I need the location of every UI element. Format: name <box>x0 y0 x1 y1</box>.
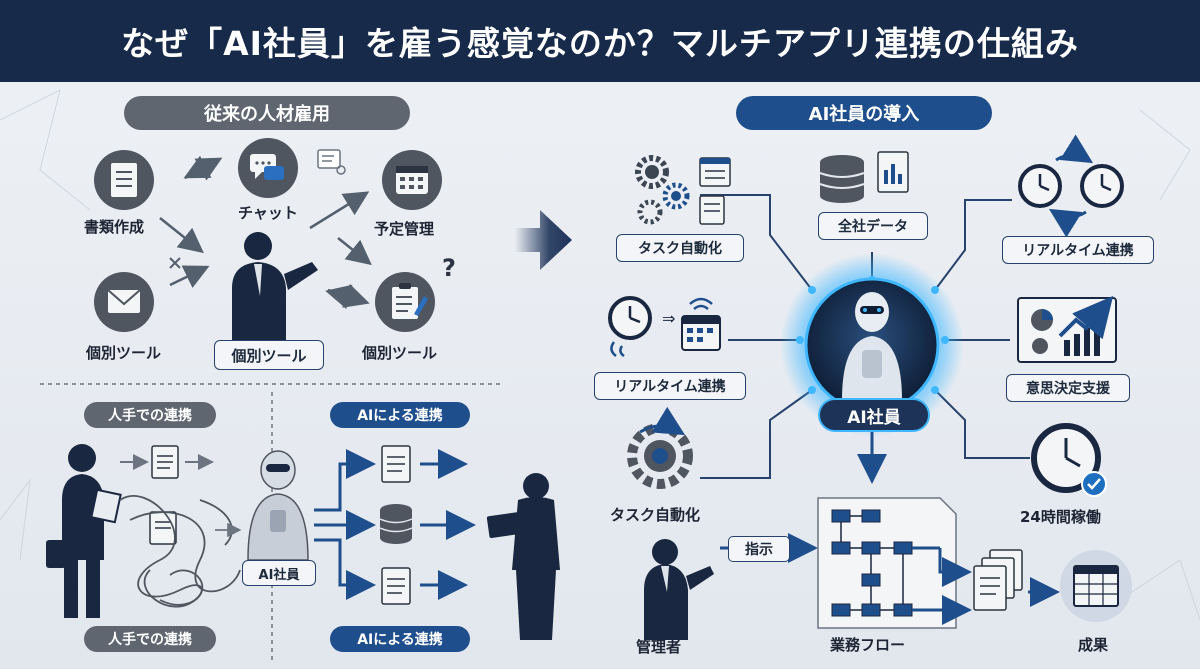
document-stack-icon <box>973 549 1023 611</box>
section-header-ai: AI社員の導入 <box>736 96 992 130</box>
ai-flow-database <box>379 504 413 544</box>
label-ai-bottom: AIによる連携 <box>330 626 470 652</box>
clipboard-icon <box>375 272 435 332</box>
label-result: 成果 <box>1078 636 1109 654</box>
label-manual-bottom: 人手での連携 <box>84 626 216 652</box>
manual-flow-docs <box>120 445 214 545</box>
result-table-icon <box>1060 550 1132 622</box>
label-manager: 管理者 <box>636 638 682 656</box>
workflow-diagram <box>817 497 957 629</box>
arrow-mail-person <box>169 265 210 288</box>
chat-icon <box>238 138 298 198</box>
worker-figure <box>46 444 104 618</box>
gears-icon <box>635 155 731 225</box>
manager-figure <box>644 539 714 640</box>
label-ai-employee: AI社員 <box>818 398 930 432</box>
businesswoman-figure <box>486 473 560 640</box>
businessman-figure <box>232 232 318 340</box>
robot-icon <box>842 292 902 400</box>
clock-calendar-icon: ⇒ <box>608 296 721 358</box>
label-small-robot: AI社員 <box>242 560 316 586</box>
arrow-person-calendar <box>309 191 370 230</box>
label-24h: 24時間稼働 <box>1020 508 1101 526</box>
label-realtime-top: リアルタイム連携 <box>1002 236 1154 264</box>
label-mail-tool: 個別ツール <box>86 344 162 362</box>
clock-24h-icon <box>1031 423 1107 497</box>
worker-clipboard <box>90 488 122 524</box>
tangled-lines <box>119 495 242 608</box>
ai-flow-document-2 <box>381 567 411 605</box>
title-bar: なぜ「AI社員」を雇う感覚なのか？マルチアプリ連携の仕組み <box>0 0 1200 82</box>
gear-cycle-icon <box>627 406 693 489</box>
label-instruction: 指示 <box>728 536 790 562</box>
mail-icon <box>94 272 154 332</box>
database-icon <box>819 151 909 203</box>
label-documents: 書類作成 <box>84 218 145 236</box>
label-person-tool: 個別ツール <box>214 340 324 370</box>
label-task-auto-top: タスク自動化 <box>616 234 744 262</box>
background-network <box>0 89 1200 621</box>
sync-clocks-icon <box>1018 134 1124 238</box>
label-schedule: 予定管理 <box>374 220 435 238</box>
label-ai-top: AIによる連携 <box>330 402 470 428</box>
label-manual-top: 人手での連携 <box>84 402 216 428</box>
small-robot-icon <box>247 450 309 561</box>
transition-arrow <box>515 210 572 270</box>
label-chat: チャット <box>238 204 298 222</box>
label-task-auto-bottom: タスク自動化 <box>610 506 701 524</box>
svg-text:⇒: ⇒ <box>662 309 675 328</box>
ai-flow-document-1 <box>381 445 411 483</box>
question-mark: ? <box>442 254 456 282</box>
doc-search-icon <box>317 149 346 175</box>
label-clipboard-tool: 個別ツール <box>362 344 438 362</box>
label-workflow: 業務フロー <box>830 636 906 654</box>
calendar-icon <box>382 150 442 210</box>
section-header-traditional: 従来の人材雇用 <box>124 96 410 130</box>
label-decision: 意思決定支援 <box>1006 374 1130 402</box>
page-title: なぜ「AI社員」を雇う感覚なのか？マルチアプリ連携の仕組み <box>121 24 1079 63</box>
label-realtime-left: リアルタイム連携 <box>594 372 746 400</box>
document-icon <box>94 150 154 210</box>
label-all-data: 全社データ <box>818 212 928 240</box>
arrow-doc-person <box>159 217 204 254</box>
growth-chart-icon <box>1017 295 1117 363</box>
